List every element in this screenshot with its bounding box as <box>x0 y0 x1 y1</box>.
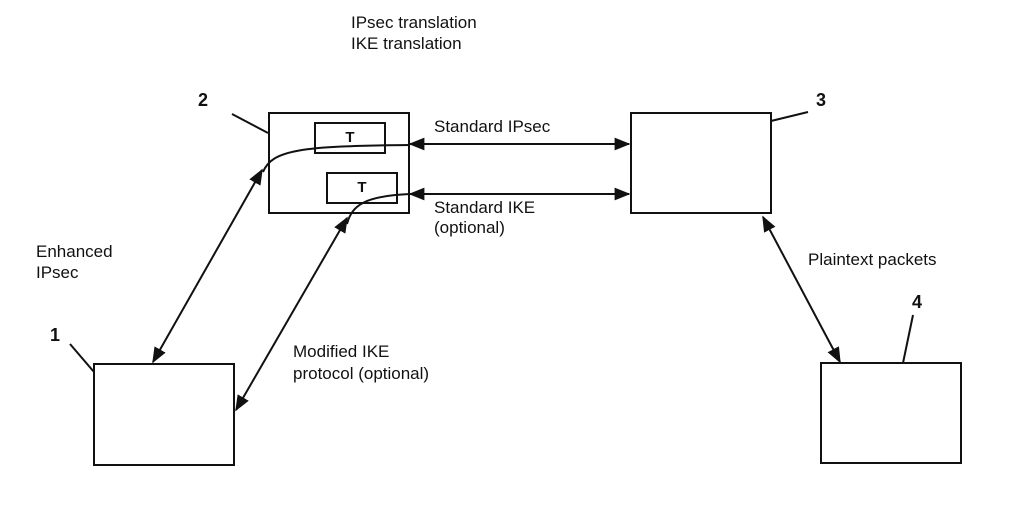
node-1-host[interactable] <box>93 363 235 466</box>
header-ipsec-translation: IPsec translation <box>351 13 477 32</box>
header-ike-translation: IKE translation <box>351 34 462 53</box>
plaintext-packets-label: Plaintext packets <box>808 250 937 269</box>
standard-ipsec-link <box>262 144 411 173</box>
enhanced-ipsec-label: Enhanced <box>36 242 113 261</box>
standard-ike-optional-label: (optional) <box>434 218 505 237</box>
translation-module-ipsec[interactable]: T <box>314 122 386 154</box>
node-4-host[interactable] <box>820 362 962 464</box>
leader-line-1 <box>69 343 95 373</box>
node-4-label: 4 <box>912 292 923 312</box>
leader-line-3 <box>770 111 809 122</box>
node-3-gateway[interactable] <box>630 112 772 214</box>
t-label: T <box>357 179 367 196</box>
node-2-label: 2 <box>198 90 209 110</box>
leader-line-4 <box>902 314 914 364</box>
translation-module-ike[interactable]: T <box>326 172 398 204</box>
modified-ike-label: Modified IKE <box>293 342 390 361</box>
modified-ike-optional-label: protocol (optional) <box>293 364 430 383</box>
node-2-gateway[interactable] <box>268 112 410 214</box>
node-1-label: 1 <box>50 325 61 345</box>
node-3-label: 3 <box>816 90 827 110</box>
standard-ipsec-label: Standard IPsec <box>434 117 551 136</box>
standard-ike-label: Standard IKE <box>434 198 536 217</box>
modified-ike-arrow <box>235 216 348 412</box>
t-label: T <box>345 129 355 146</box>
enhanced-ipsec-label-2: IPsec <box>36 263 79 282</box>
enhanced-ipsec-arrow <box>152 168 263 364</box>
leader-line-2 <box>231 113 269 134</box>
plaintext-arrow <box>762 215 841 364</box>
